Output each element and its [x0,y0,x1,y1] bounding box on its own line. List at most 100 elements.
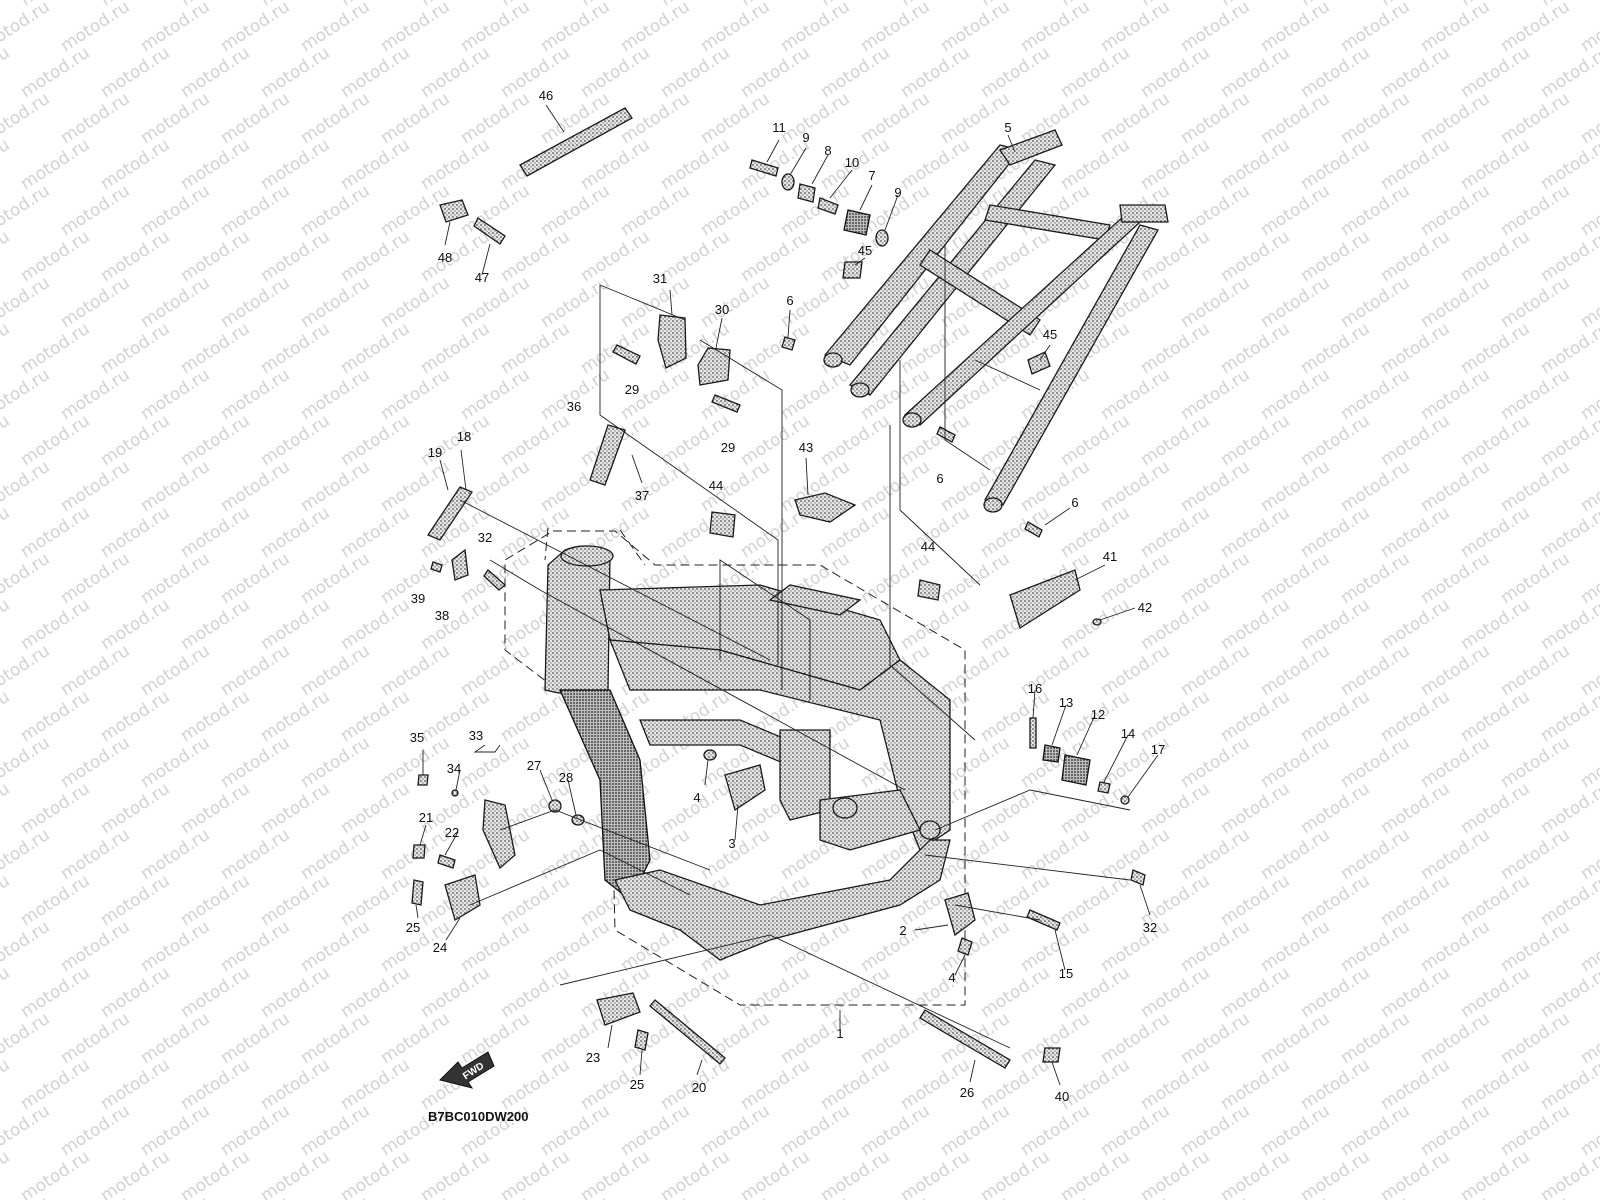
callout-5: 5 [1004,120,1011,135]
watermark-text: motod.ru [1377,135,1453,194]
callout-22: 22 [445,825,459,840]
watermark-text: motod.ru [1137,319,1213,378]
watermark-text: motod.ru [1217,779,1293,838]
watermark-text: motod.ru [257,687,333,746]
watermark-text: motod.ru [777,89,853,148]
watermark-text: motod.ru [57,273,133,332]
watermark-text: motod.ru [1297,687,1373,746]
watermark-text: motod.ru [177,1147,253,1200]
watermark-text: motod.ru [537,1101,613,1160]
watermark-text: motod.ru [0,135,13,194]
watermark-text: motod.ru [1377,871,1453,930]
watermark-text: motod.ru [817,43,893,102]
watermark-text: motod.ru [217,0,293,56]
watermark-text: motod.ru [537,917,613,976]
callout-33: 33 [469,728,483,743]
watermark-text: motod.ru [17,227,93,286]
callout-24: 24 [433,940,447,955]
watermark-text: motod.ru [857,549,933,608]
watermark-text: motod.ru [177,779,253,838]
watermark-text: motod.ru [1097,1101,1173,1160]
watermark-text: motod.ru [97,871,173,930]
watermark-text: motod.ru [1457,779,1533,838]
watermark-text: motod.ru [137,1193,213,1200]
watermark-text: motod.ru [697,181,773,240]
watermark-text: motod.ru [1217,227,1293,286]
callout-4b: 4 [948,970,955,985]
watermark-text: motod.ru [1417,1101,1493,1160]
watermark-text: motod.ru [1177,641,1253,700]
watermark-text: motod.ru [1297,1055,1373,1114]
watermark-text: motod.ru [1297,871,1373,930]
callout-25b: 25 [630,1077,644,1092]
watermark-text: motod.ru [1177,733,1253,792]
watermark-text: motod.ru [337,43,413,102]
watermark-text: motod.ru [0,687,13,746]
watermark-text: motod.ru [97,687,173,746]
callout-19: 19 [428,445,442,460]
watermark-text: motod.ru [1537,135,1600,194]
watermark-text: motod.ru [1177,365,1253,424]
watermark-text: motod.ru [257,871,333,930]
watermark-text: motod.ru [497,871,573,930]
watermark-text: motod.ru [1097,917,1173,976]
watermark-text: motod.ru [1177,1101,1253,1160]
watermark-text: motod.ru [297,457,373,516]
watermark-text: motod.ru [1097,365,1173,424]
watermark-text: motod.ru [1017,825,1093,884]
watermark-text: motod.ru [737,1147,813,1200]
watermark-text: motod.ru [1017,1101,1093,1160]
watermark-text: motod.ru [897,1147,973,1200]
watermark-text: motod.ru [1457,227,1533,286]
watermark-text: motod.ru [657,227,733,286]
watermark-text: motod.ru [1217,1055,1293,1114]
callout-38: 38 [435,608,449,623]
watermark-text: motod.ru [177,135,253,194]
callout-45a: 45 [858,243,872,258]
watermark-text: motod.ru [0,1147,13,1200]
watermark-text: motod.ru [977,963,1053,1022]
watermark-text: motod.ru [217,1101,293,1160]
rear-frame [823,129,1169,513]
callout-35: 35 [410,730,424,745]
callout-46: 46 [539,88,553,103]
watermark-text: motod.ru [457,1009,533,1068]
watermark-text: motod.ru [897,43,973,102]
watermark-text: motod.ru [1097,1009,1173,1068]
watermark-text: motod.ru [297,0,373,56]
watermark-text: motod.ru [0,779,13,838]
watermark-text: motod.ru [1137,1055,1213,1114]
watermark-text: motod.ru [1297,963,1373,1022]
watermark-text: motod.ru [977,503,1053,562]
callout-21: 21 [419,810,433,825]
watermark-text: motod.ru [537,825,613,884]
watermark-text: motod.ru [1377,43,1453,102]
watermark-text: motod.ru [977,779,1053,838]
watermark-text: motod.ru [1337,457,1413,516]
watermark-text: motod.ru [977,1055,1053,1114]
watermark-text: motod.ru [337,1147,413,1200]
watermark-text: motod.ru [57,365,133,424]
watermark-text: motod.ru [0,227,13,286]
watermark-text: motod.ru [1497,1193,1573,1200]
watermark-text: motod.ru [1377,319,1453,378]
callout-9a: 9 [802,130,809,145]
watermark-text: motod.ru [1377,779,1453,838]
watermark-text: motod.ru [1457,411,1533,470]
watermark-text: motod.ru [0,963,13,1022]
watermark-text: motod.ru [17,779,93,838]
watermark-text: motod.ru [457,365,533,424]
watermark-text: motod.ru [1337,549,1413,608]
watermark-text: motod.ru [377,641,453,700]
watermark-text: motod.ru [177,871,253,930]
callout-39: 39 [411,591,425,606]
watermark-text: motod.ru [537,1009,613,1068]
watermark-text: motod.ru [937,0,1013,56]
watermark-text: motod.ru [17,963,93,1022]
watermark-text: motod.ru [1137,779,1213,838]
watermark-text: motod.ru [217,457,293,516]
watermark-text: motod.ru [457,0,533,56]
watermark-text: motod.ru [1177,0,1253,56]
watermark-text: motod.ru [937,825,1013,884]
watermark-text: motod.ru [217,641,293,700]
